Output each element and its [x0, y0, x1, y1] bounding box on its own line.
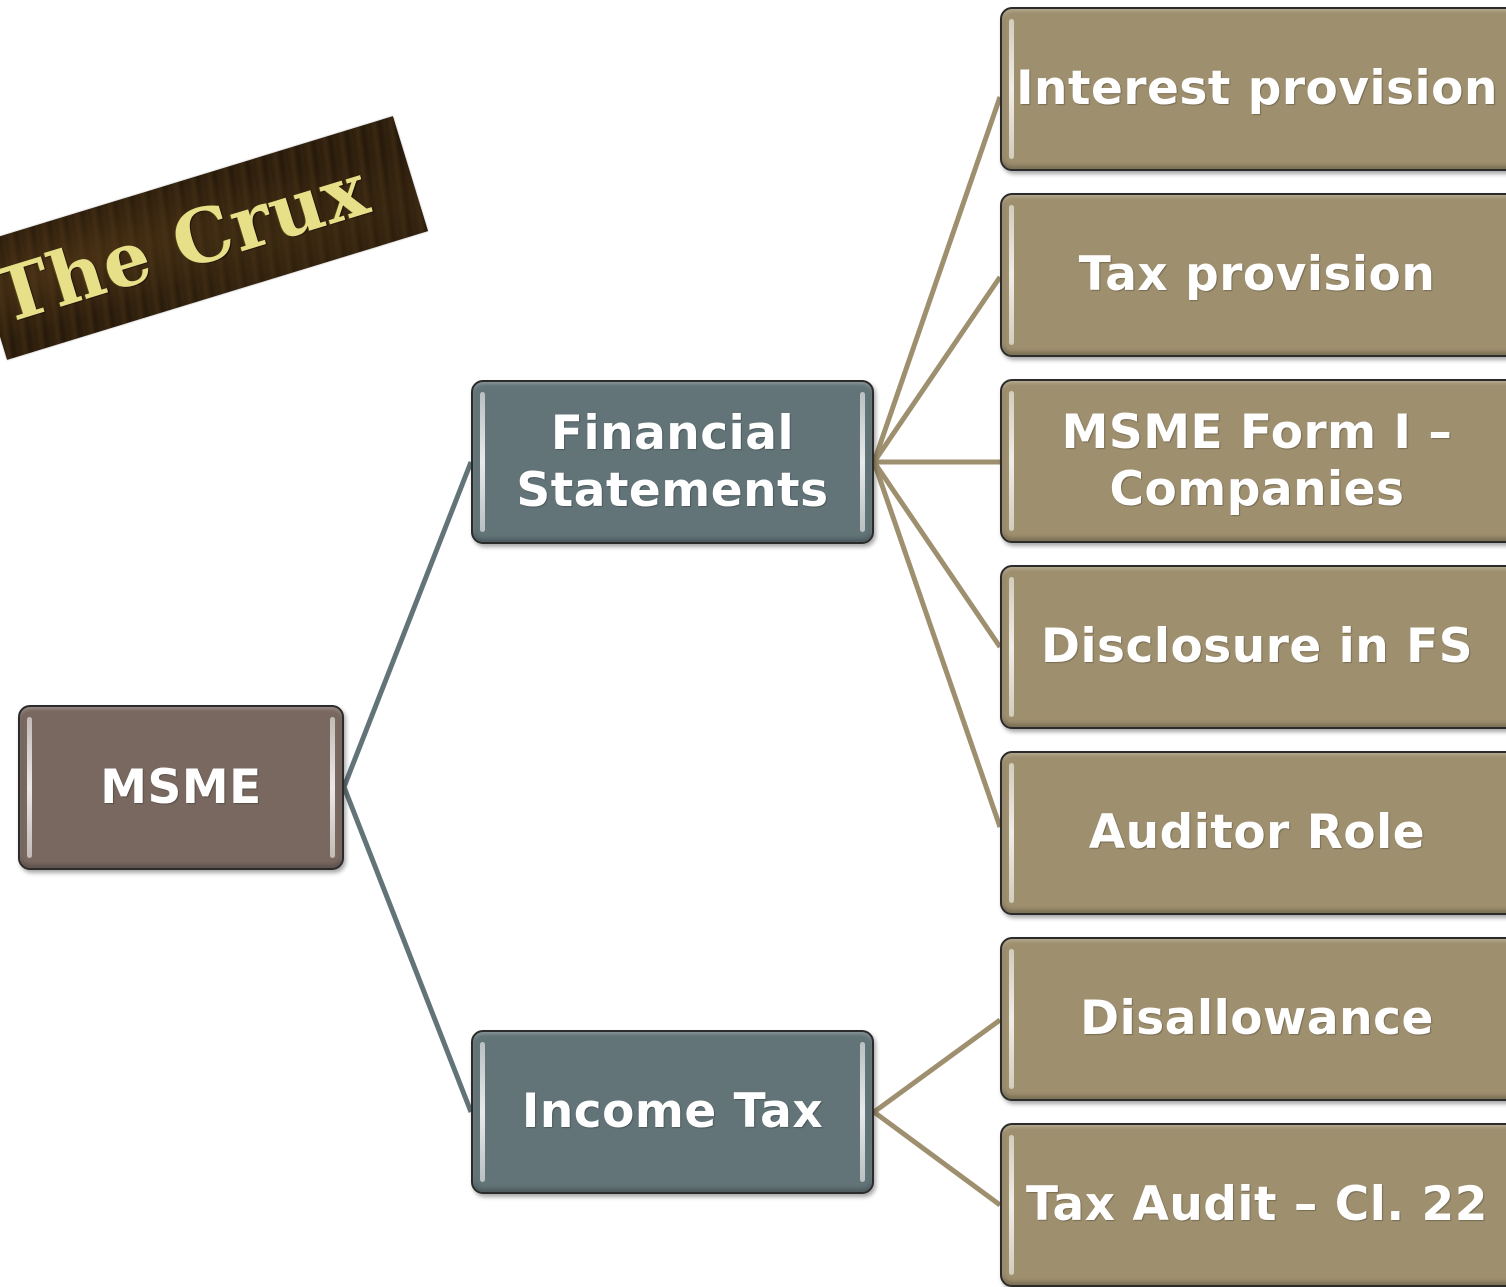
node-tax-audit-cl-22-label: Tax Audit – Cl. 22: [1026, 1177, 1488, 1233]
node-disclosure-in-fs: Disclosure in FS: [1000, 565, 1506, 729]
node-financial-statements: Financial Statements: [471, 380, 874, 544]
connector-msme-financial-statements: [341, 461, 474, 788]
node-interest-provision-label: Interest provision: [1016, 61, 1498, 117]
node-msme: MSME: [18, 705, 344, 870]
node-tax-audit-cl-22: Tax Audit – Cl. 22: [1000, 1123, 1506, 1287]
connector-fs-disclosure: [871, 460, 1003, 649]
connector-it-disallowance: [872, 1017, 1002, 1115]
node-msme-form-companies: MSME Form I – Companies: [1000, 379, 1506, 543]
node-interest-provision: Interest provision: [1000, 7, 1506, 171]
node-msme-form-companies-label: MSME Form I – Companies: [1061, 404, 1453, 517]
node-msme-label: MSME: [100, 759, 262, 815]
node-income-tax: Income Tax: [471, 1030, 874, 1194]
node-financial-statements-label: Financial Statements: [516, 405, 829, 518]
connector-fs-interest-provision: [871, 96, 1003, 463]
connector-it-tax-audit: [872, 1109, 1002, 1208]
node-tax-provision: Tax provision: [1000, 193, 1506, 357]
node-disclosure-in-fs-label: Disclosure in FS: [1040, 619, 1474, 675]
connector-fs-auditor-role: [871, 461, 1003, 828]
node-disallowance-label: Disallowance: [1080, 991, 1434, 1047]
node-tax-provision-label: Tax provision: [1078, 247, 1436, 303]
connector-msme-income-tax: [341, 786, 474, 1113]
node-income-tax-label: Income Tax: [521, 1084, 824, 1140]
node-auditor-role-label: Auditor Role: [1088, 805, 1426, 861]
node-disallowance: Disallowance: [1000, 937, 1506, 1101]
connector-fs-tax-provision: [871, 275, 1003, 464]
node-auditor-role: Auditor Role: [1000, 751, 1506, 915]
